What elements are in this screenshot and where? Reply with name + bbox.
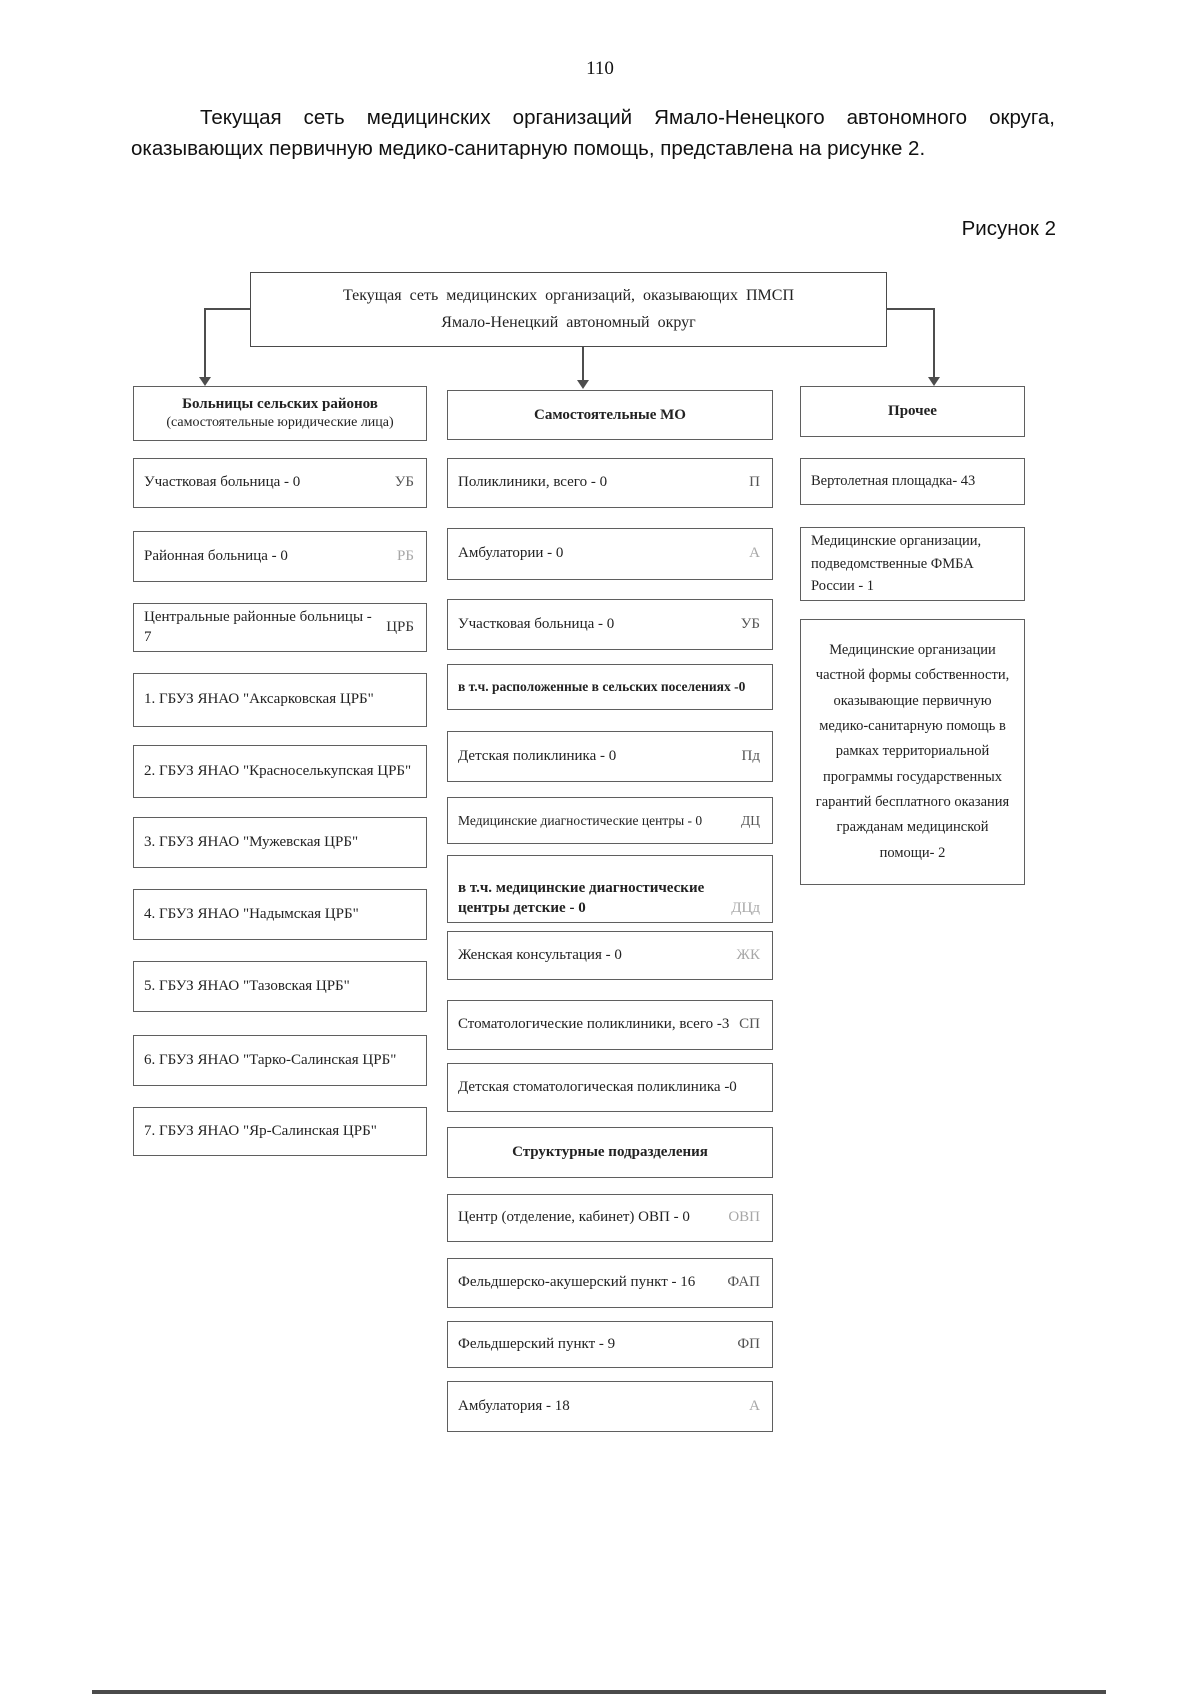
box-label: Стоматологические поликлиники, всего -3	[458, 1016, 730, 1033]
box-label: 5. ГБУЗ ЯНАО "Тазовская ЦРБ"	[144, 977, 350, 994]
left-item-crb-4: 4. ГБУЗ ЯНАО "Надымская ЦРБ"	[133, 889, 427, 940]
box-label: Участковая больница - 0	[144, 474, 301, 491]
box-label: Фельдшерский пункт - 9	[458, 1335, 616, 1352]
mid-item-detskaya-stomat: Детская стоматологическая поликлиника -0	[447, 1063, 773, 1112]
middle-subheader: Структурные подразделения	[447, 1127, 773, 1178]
box-abbr: А	[749, 1397, 760, 1414]
mid-item-polikliniki: Поликлиники, всего - 0 П	[447, 458, 773, 508]
box-label: 4. ГБУЗ ЯНАО "Надымская ЦРБ"	[144, 905, 359, 922]
box-label: Детская стоматологическая поликлиника -0	[458, 1078, 737, 1095]
mid-item-fap: Фельдшерско-акушерский пункт - 16 ФАП	[447, 1258, 773, 1308]
left-item-crb-7: 7. ГБУЗ ЯНАО "Яр-Салинская ЦРБ"	[133, 1107, 427, 1156]
box-label: в т.ч. расположенные в сельских поселени…	[458, 679, 746, 695]
page-bottom-edge	[92, 1690, 1106, 1694]
box-abbr: Пд	[741, 747, 760, 764]
mid-item-selskie-poseleniya: в т.ч. расположенные в сельских поселени…	[447, 664, 773, 710]
box-label: Центр (отделение, кабинет) ОВП - 0	[458, 1209, 690, 1226]
box-label: в т.ч. медицинские диагностические центр…	[458, 880, 705, 916]
right-item-chastnye: Медицинские организации частной формы со…	[800, 619, 1025, 885]
mid-item-detskaya-poliklinika: Детская поликлиника - 0 Пд	[447, 731, 773, 782]
right-item-vertoletnaya: Вертолетная площадка- 43	[800, 458, 1025, 505]
page-number: 110	[586, 58, 614, 79]
box-label: Женская консультация - 0	[458, 946, 622, 963]
left-item-crb-6: 6. ГБУЗ ЯНАО "Тарко-Салинская ЦРБ"	[133, 1035, 427, 1086]
left-item-crb-2: 2. ГБУЗ ЯНАО "Красноселькупская ЦРБ"	[133, 745, 427, 798]
box-label: Медицинские диагностические центры - 0	[458, 812, 703, 828]
box-label: Вертолетная площадка- 43	[811, 473, 976, 490]
box-abbr: СП	[739, 1016, 760, 1033]
middle-header-title: Самостоятельные МО	[534, 406, 686, 423]
arrowhead-middle-icon	[577, 380, 589, 389]
box-abbr: УБ	[740, 615, 760, 632]
subheader-label: Структурные подразделения	[512, 1144, 708, 1160]
mid-item-ambulatoriya: Амбулатория - 18 А	[447, 1381, 773, 1432]
connector-middle-vertical	[582, 347, 584, 380]
connector-right-vertical	[933, 308, 935, 377]
left-header-title: Больницы сельских районов	[182, 395, 378, 412]
arrowhead-left-icon	[199, 377, 211, 386]
box-label: 6. ГБУЗ ЯНАО "Тарко-Салинская ЦРБ"	[144, 1051, 397, 1068]
box-label: Амбулатория - 18	[458, 1397, 570, 1414]
root-title-line2: Ямало-Ненецкий автономный округ	[441, 313, 696, 331]
right-column-header: Прочее	[800, 386, 1025, 437]
box-label: Медицинские организации частной формы со…	[815, 641, 1010, 861]
box-label: Поликлиники, всего - 0	[458, 474, 608, 491]
connector-left-vertical	[204, 308, 206, 377]
box-label: Фельдшерско-акушерский пункт - 16	[458, 1274, 696, 1291]
connector-left-horizontal	[204, 308, 250, 310]
left-item-crb-1: 1. ГБУЗ ЯНАО "Аксарковская ЦРБ"	[133, 673, 427, 727]
box-label: Центральные районные больницы - 7	[144, 609, 372, 645]
box-abbr: ЦРБ	[386, 618, 414, 635]
box-abbr: ДЦ	[741, 812, 760, 828]
connector-right-horizontal	[886, 308, 935, 310]
mid-item-fp: Фельдшерский пункт - 9 ФП	[447, 1321, 773, 1368]
left-item-uchastkovaya: Участковая больница - 0 УБ	[133, 458, 427, 508]
right-header-title: Прочее	[888, 403, 937, 420]
left-item-rayonnaya: Районная больница - 0 РБ	[133, 531, 427, 582]
mid-item-zhenskaya-konsultatsiya: Женская консультация - 0 ЖК	[447, 931, 773, 980]
left-column-header: Больницы сельских районов (самостоятельн…	[133, 386, 427, 441]
box-label: Районная больница - 0	[144, 547, 288, 564]
box-label: Детская поликлиника - 0	[458, 747, 617, 764]
mid-item-stomat-polikliniki: Стоматологические поликлиники, всего -3 …	[447, 1000, 773, 1050]
figure-caption: Рисунок 2	[961, 217, 1056, 240]
left-item-crb-3: 3. ГБУЗ ЯНАО "Мужевская ЦРБ"	[133, 817, 427, 868]
box-abbr: УБ	[394, 474, 414, 491]
box-label: 7. ГБУЗ ЯНАО "Яр-Салинская ЦРБ"	[144, 1122, 377, 1139]
box-label: Амбулатории - 0	[458, 545, 564, 562]
box-abbr: РБ	[397, 547, 414, 564]
box-abbr: П	[749, 474, 760, 491]
middle-column-header: Самостоятельные МО	[447, 390, 773, 440]
box-abbr: ДЦд	[731, 899, 760, 916]
right-item-fmba: Медицинские организации, подведомственны…	[800, 527, 1025, 601]
mid-item-diag-centry: Медицинские диагностические центры - 0 Д…	[447, 797, 773, 844]
box-label: Участковая больница - 0	[458, 615, 615, 632]
mid-item-ambulatorii: Амбулатории - 0 А	[447, 528, 773, 580]
box-abbr: А	[749, 545, 760, 562]
mid-item-ovp: Центр (отделение, кабинет) ОВП - 0 ОВП	[447, 1194, 773, 1242]
body-paragraph: Текущая сеть медицинских организаций Яма…	[131, 106, 1055, 161]
root-box: Текущая сеть медицинских организаций, ок…	[250, 272, 887, 347]
arrowhead-right-icon	[928, 377, 940, 386]
left-item-crb-total: Центральные районные больницы - 7 ЦРБ	[133, 603, 427, 652]
box-abbr: ФП	[737, 1335, 760, 1352]
left-item-crb-5: 5. ГБУЗ ЯНАО "Тазовская ЦРБ"	[133, 961, 427, 1012]
box-abbr: ЖК	[736, 946, 760, 963]
box-abbr: ФАП	[727, 1274, 760, 1291]
mid-item-uchastkovaya: Участковая больница - 0 УБ	[447, 599, 773, 650]
left-header-subtitle: (самостоятельные юридические лица)	[166, 415, 394, 431]
box-label: 3. ГБУЗ ЯНАО "Мужевская ЦРБ"	[144, 833, 359, 850]
box-abbr: ОВП	[728, 1209, 760, 1226]
root-title-line1: Текущая сеть медицинских организаций, ок…	[342, 287, 794, 305]
box-label: Медицинские организации, подведомственны…	[811, 533, 982, 595]
mid-item-diag-centry-detskie: в т.ч. медицинские диагностические центр…	[447, 855, 773, 923]
box-label: 1. ГБУЗ ЯНАО "Аксарковская ЦРБ"	[144, 691, 374, 708]
box-label: 2. ГБУЗ ЯНАО "Красноселькупская ЦРБ"	[144, 762, 412, 779]
